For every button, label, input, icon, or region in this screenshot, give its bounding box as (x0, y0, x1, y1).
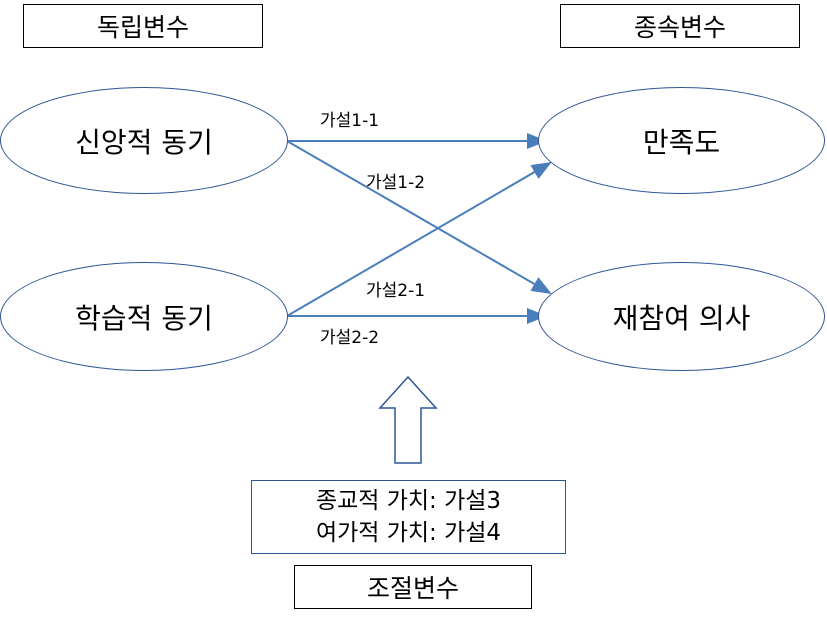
dependent-variable-header: 종속변수 (560, 4, 800, 48)
satisfaction-label: 만족도 (642, 125, 721, 159)
moderator-values-box: 종교적 가치: 가설3 여가적 가치: 가설4 (251, 480, 566, 554)
revisit-intention-label: 재참여 의사 (612, 301, 751, 335)
learning-motivation-node: 학습적 동기 (0, 262, 288, 371)
faith-motivation-node: 신앙적 동기 (0, 87, 288, 194)
faith-motivation-label: 신앙적 동기 (75, 125, 213, 159)
hypothesis-2-1-label: 가설2-1 (366, 281, 426, 301)
revisit-intention-node: 재참여 의사 (538, 262, 825, 371)
learning-motivation-label: 학습적 동기 (75, 301, 213, 335)
independent-variable-label: 독립변수 (96, 13, 189, 42)
moderator-line-leisure: 여가적 가치: 가설4 (315, 520, 502, 546)
satisfaction-node: 만족도 (538, 87, 825, 194)
moderation-up-arrow (378, 375, 438, 464)
moderator-variable-header: 조절변수 (294, 565, 532, 609)
independent-variable-header: 독립변수 (23, 4, 263, 48)
moderator-line-religious: 종교적 가치: 가설3 (315, 488, 502, 514)
dependent-variable-label: 종속변수 (633, 13, 726, 42)
arrow-h2-1 (286, 161, 552, 317)
hypothesis-1-2-label: 가설1-2 (366, 173, 426, 193)
arrow-h1-2 (286, 140, 552, 295)
hypothesis-2-2-label: 가설2-2 (320, 328, 380, 348)
moderator-variable-label: 조절변수 (366, 574, 459, 603)
hypothesis-1-1-label: 가설1-1 (320, 111, 380, 131)
